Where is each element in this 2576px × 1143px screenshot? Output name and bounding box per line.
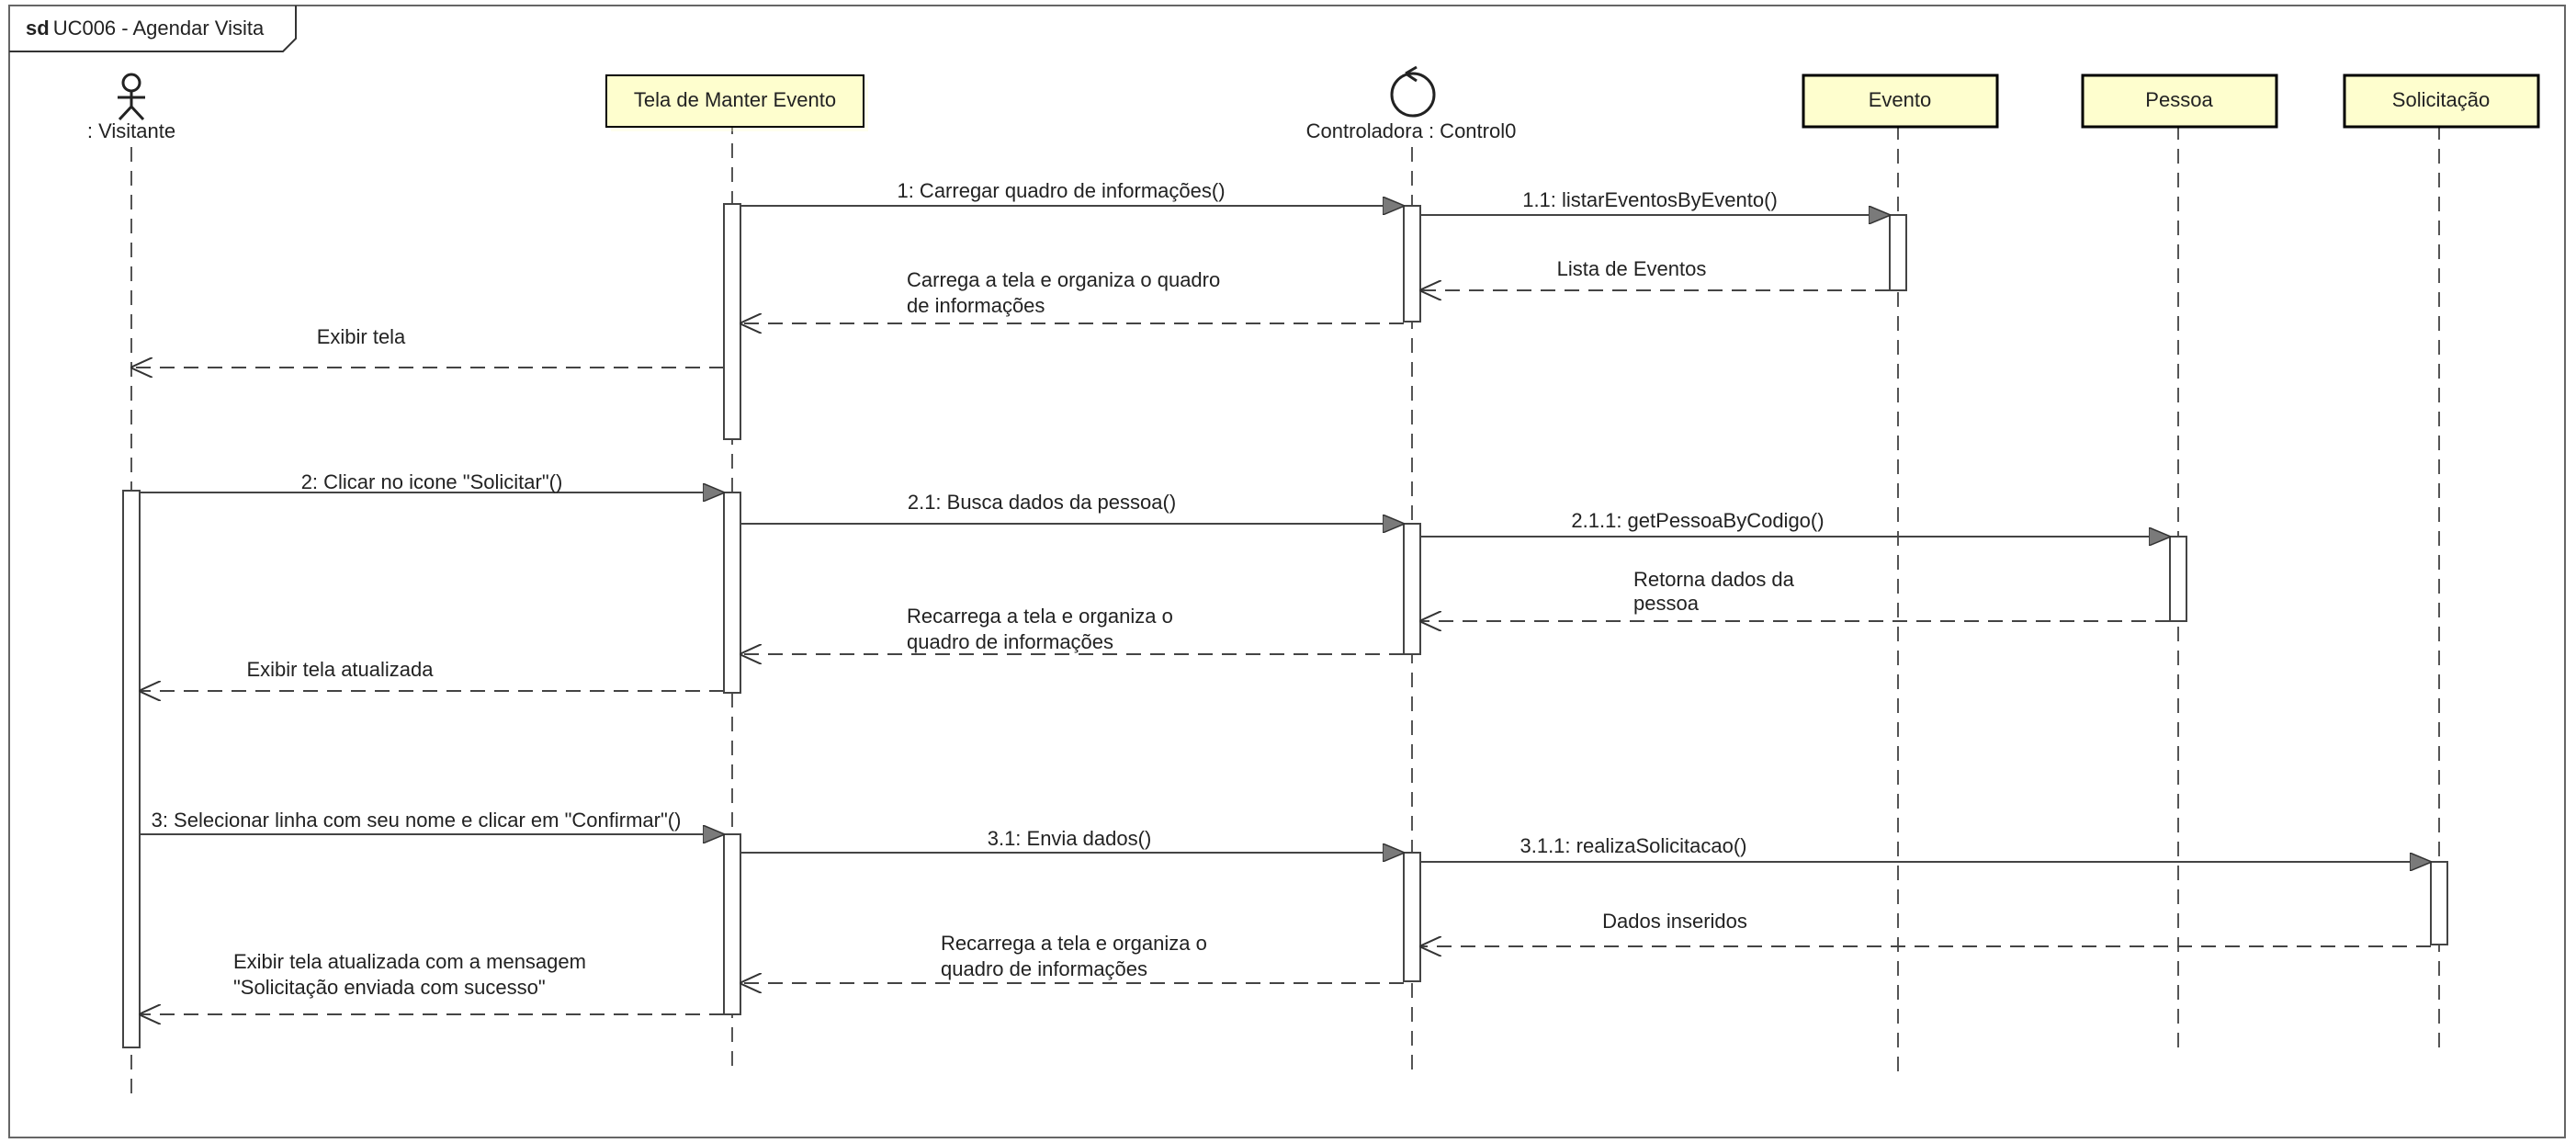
message-label-return-retorna-line2: pessoa bbox=[1633, 592, 1700, 615]
message-label-return-recarrega-1-line1: Recarrega a tela e organiza o bbox=[907, 605, 1173, 628]
frame-name: UC006 - Agendar Visita bbox=[53, 17, 265, 40]
lifeline-head-pessoa: Pessoa bbox=[2081, 74, 2278, 129]
message-label-2: 2: Clicar no icone "Solicitar"() bbox=[301, 470, 563, 493]
lifeline-label-visitante: : Visitante bbox=[87, 119, 175, 142]
activation-controladora-2 bbox=[1403, 523, 1421, 655]
message-label-3-1-1: 3.1.1: realizaSolicitacao() bbox=[1520, 834, 1746, 857]
message-return-carrega: Carrega a tela e organiza o quadro de in… bbox=[740, 268, 1404, 323]
activation-controladora-1 bbox=[1403, 205, 1421, 323]
message-3-1: 3.1: Envia dados() bbox=[740, 827, 1404, 853]
lifeline-label-pessoa: Pessoa bbox=[2145, 88, 2213, 111]
control-circle-icon bbox=[1390, 65, 1436, 118]
lifeline-head-solicitacao: Solicitação bbox=[2343, 74, 2540, 129]
activation-tela-1 bbox=[723, 203, 741, 440]
message-return-exibir: Exibir tela bbox=[131, 325, 724, 368]
message-return-recarrega-2: Recarrega a tela e organiza o quadro de … bbox=[740, 932, 1404, 983]
message-return-dados-inseridos: Dados inseridos bbox=[1420, 910, 2431, 946]
message-label-return-carrega-line2: de informações bbox=[907, 294, 1045, 317]
diagram-frame bbox=[8, 5, 2566, 1138]
message-label-1: 1: Carregar quadro de informações() bbox=[897, 179, 1225, 202]
message-label-1-1: 1.1: listarEventosByEvento() bbox=[1522, 188, 1778, 211]
activation-solicitacao bbox=[2430, 861, 2448, 945]
message-label-3: 3: Selecionar linha com seu nome e clica… bbox=[152, 809, 682, 832]
message-1: 1: Carregar quadro de informações() bbox=[740, 179, 1404, 206]
message-label-return-carrega-line1: Carrega a tela e organiza o quadro bbox=[907, 268, 1220, 291]
frame-keyword: sd bbox=[26, 17, 50, 40]
message-3-1-1: 3.1.1: realizaSolicitacao() bbox=[1420, 834, 2431, 862]
lifeline-label-tela: Tela de Manter Evento bbox=[634, 88, 836, 111]
activation-evento bbox=[1889, 214, 1907, 291]
message-label-2-1-1: 2.1.1: getPessoaByCodigo() bbox=[1571, 509, 1824, 532]
message-2: 2: Clicar no icone "Solicitar"() bbox=[140, 470, 724, 493]
message-return-retorna: Retorna dados da pessoa bbox=[1420, 568, 2170, 621]
lifeline-label-evento: Evento bbox=[1869, 88, 1932, 111]
message-label-return-retorna-line1: Retorna dados da bbox=[1633, 568, 1795, 591]
message-label-return-lista: Lista de Eventos bbox=[1557, 257, 1707, 280]
message-label-return-recarrega-1-line2: quadro de informações bbox=[907, 630, 1113, 653]
activation-tela-3 bbox=[723, 833, 741, 1015]
message-1-1: 1.1: listarEventosByEvento() bbox=[1420, 188, 1890, 215]
lifeline-label-controladora: Controladora : Control0 bbox=[1306, 119, 1517, 142]
lifeline-head-visitante: : Visitante bbox=[87, 73, 175, 142]
message-label-return-exibir-mensagem-line2: "Solicitação enviada com sucesso" bbox=[233, 976, 546, 999]
lifeline-head-controladora: Controladora : Control0 bbox=[1306, 65, 1517, 142]
lifeline-head-evento: Evento bbox=[1802, 74, 1999, 129]
lifeline-head-tela: Tela de Manter Evento bbox=[605, 74, 868, 131]
message-return-recarrega-1: Recarrega a tela e organiza o quadro de … bbox=[740, 605, 1404, 654]
frame-tab bbox=[9, 6, 297, 52]
message-label-return-recarrega-2-line2: quadro de informações bbox=[941, 957, 1147, 980]
message-return-exibir-atualizada: Exibir tela atualizada bbox=[140, 658, 724, 691]
activation-controladora-3 bbox=[1403, 852, 1421, 982]
message-label-return-exibir-atualizada: Exibir tela atualizada bbox=[246, 658, 434, 681]
message-3: 3: Selecionar linha com seu nome e clica… bbox=[140, 809, 724, 834]
lifeline-label-solicitacao: Solicitação bbox=[2392, 88, 2490, 111]
message-return-lista: Lista de Eventos bbox=[1420, 257, 1890, 290]
message-2-1-1: 2.1.1: getPessoaByCodigo() bbox=[1420, 509, 2170, 537]
message-label-2-1: 2.1: Busca dados da pessoa() bbox=[908, 491, 1176, 514]
message-label-return-recarrega-2-line1: Recarrega a tela e organiza o bbox=[941, 932, 1207, 955]
activation-tela-2 bbox=[723, 492, 741, 694]
activation-bars bbox=[122, 203, 2448, 1048]
message-label-return-exibir-mensagem-line1: Exibir tela atualizada com a mensagem bbox=[233, 950, 586, 973]
activation-visitante bbox=[122, 490, 141, 1048]
message-label-return-dados-inseridos: Dados inseridos bbox=[1602, 910, 1747, 933]
message-return-exibir-mensagem: Exibir tela atualizada com a mensagem "S… bbox=[140, 950, 724, 1014]
stick-figure-icon bbox=[118, 73, 145, 121]
message-label-3-1: 3.1: Envia dados() bbox=[988, 827, 1152, 850]
message-2-1: 2.1: Busca dados da pessoa() bbox=[740, 491, 1404, 524]
activation-pessoa bbox=[2169, 536, 2187, 622]
message-label-return-exibir: Exibir tela bbox=[317, 325, 406, 348]
